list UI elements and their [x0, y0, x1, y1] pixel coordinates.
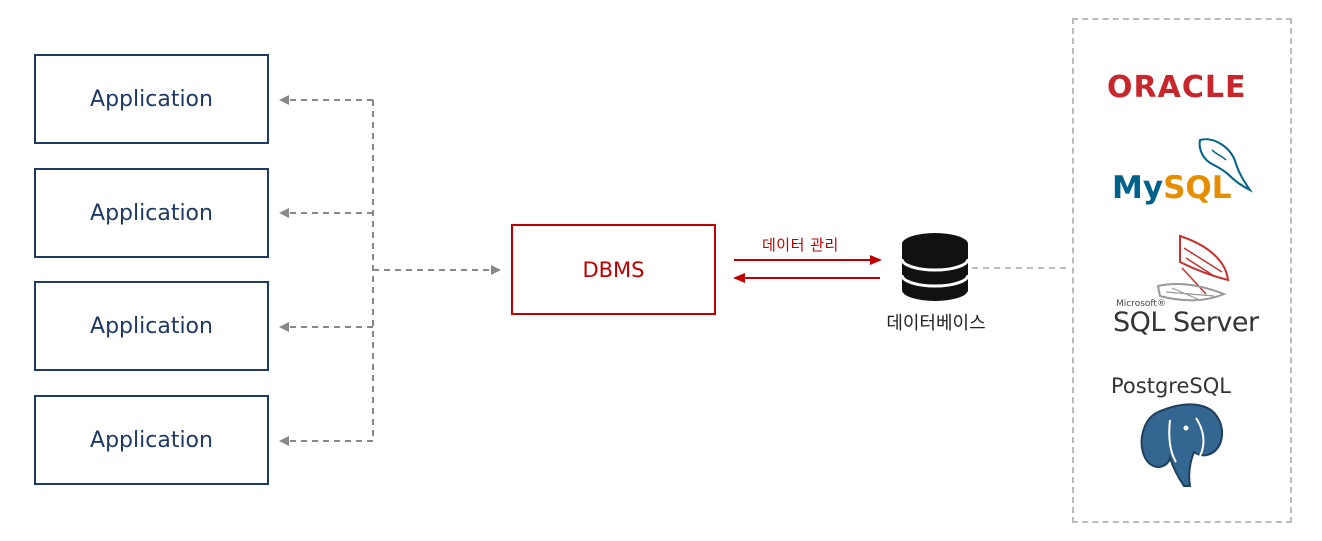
application-label: Application: [90, 86, 213, 112]
application-label: Application: [90, 313, 213, 339]
vendor-logo-panel: [1072, 18, 1292, 523]
data-management-label: 데이터 관리: [762, 236, 839, 254]
application-box-3: Application: [34, 281, 269, 371]
application-box-1: Application: [34, 54, 269, 144]
application-box-4: Application: [34, 395, 269, 485]
application-label: Application: [90, 200, 213, 226]
application-box-2: Application: [34, 168, 269, 258]
mysql-dolphin-icon: [1198, 138, 1253, 193]
sqlserver-brand-text: Microsoft®: [1116, 299, 1166, 309]
application-label: Application: [90, 427, 213, 453]
database-icon: [900, 233, 970, 301]
postgresql-logo: PostgreSQL: [1111, 374, 1231, 398]
database-label: 데이터베이스: [886, 313, 986, 334]
dbms-label: DBMS: [582, 257, 645, 282]
sqlserver-logo-icon: [1156, 234, 1230, 302]
mysql-logo: MySQL: [1112, 170, 1232, 206]
mysql-logo-my: My: [1112, 170, 1164, 206]
postgresql-elephant-icon: [1140, 403, 1223, 487]
dbms-box: DBMS: [511, 224, 716, 315]
mysql-logo-sql: SQL: [1163, 170, 1232, 206]
oracle-logo: ORACLE: [1107, 70, 1247, 105]
sqlserver-logo: SQL Server: [1113, 307, 1259, 338]
